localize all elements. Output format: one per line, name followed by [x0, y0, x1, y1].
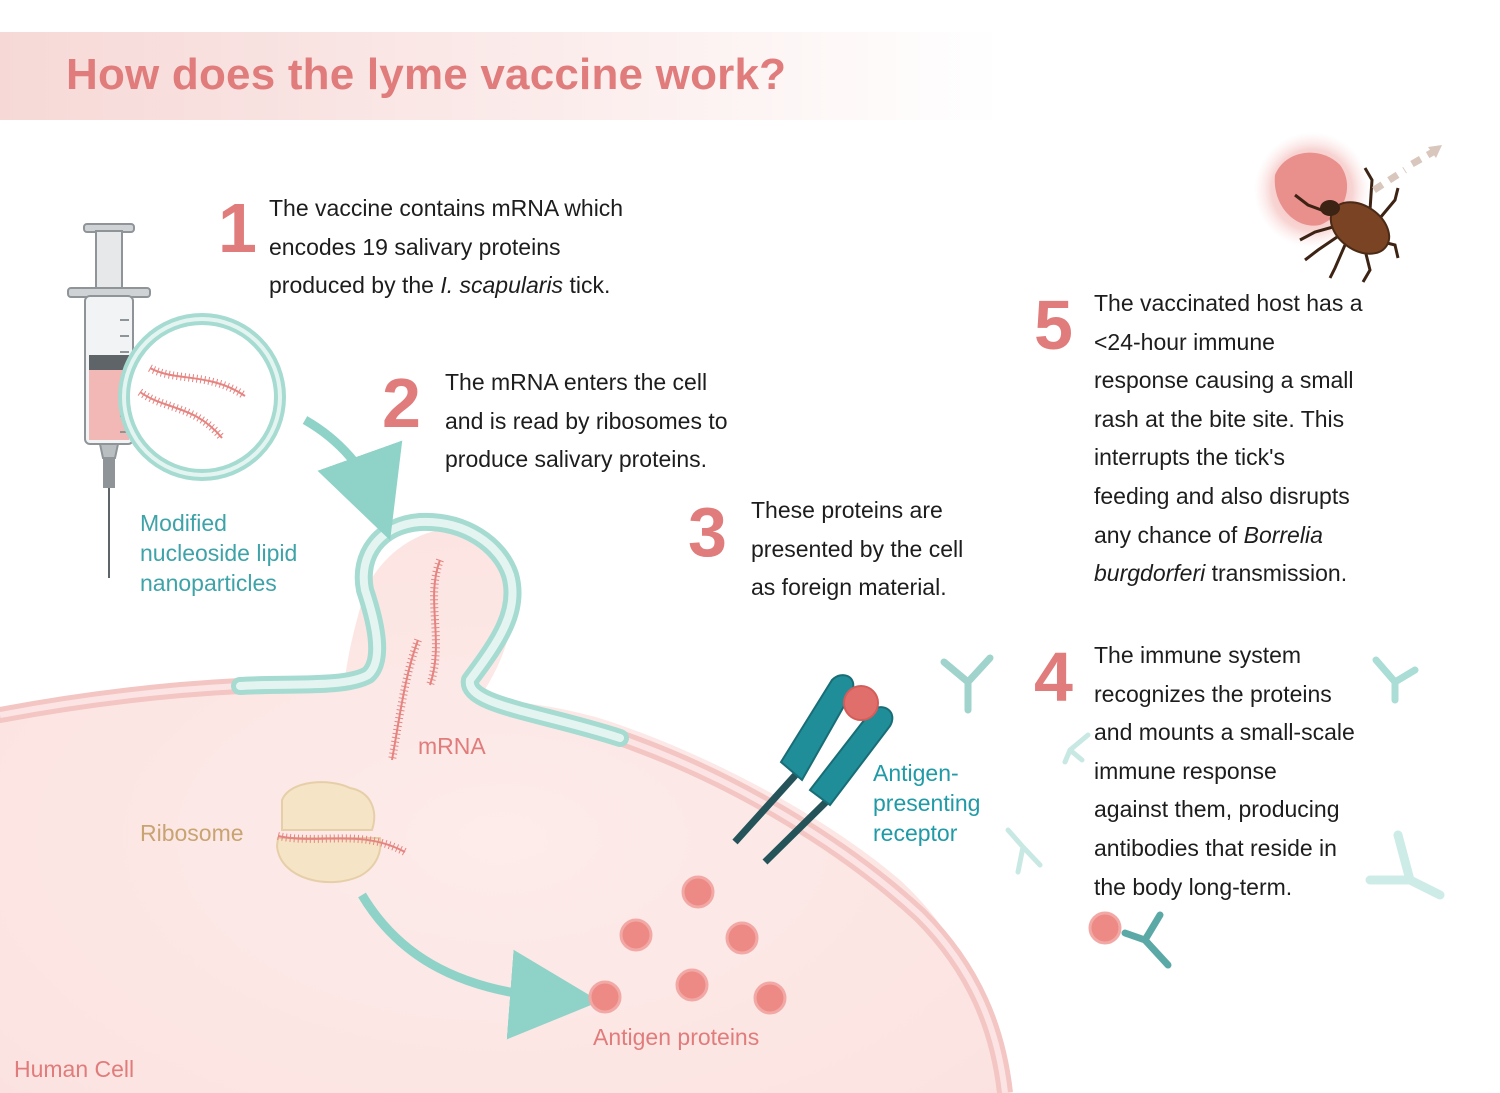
step-4-line-2: recognizes the proteins: [1094, 680, 1332, 707]
arrow-translation: [358, 892, 600, 1040]
antigen-proteins-label: Antigen proteins: [593, 1024, 760, 1050]
receptor-label-line-3: receptor: [873, 820, 958, 846]
step-5-line-3: response causing a small: [1094, 367, 1354, 394]
step-1-line-3-post: tick.: [563, 272, 611, 299]
step-5-line-5: interrupts the tick's: [1094, 444, 1286, 471]
step-4-line-1: The immune system: [1094, 642, 1302, 668]
step-5-species: burgdorferi: [1094, 560, 1206, 587]
step-5-line-6: feeding and also disrupts: [1094, 482, 1350, 509]
step-4-line-4: immune response: [1094, 757, 1277, 784]
step-3-line-3: as foreign material.: [751, 574, 947, 601]
title-band: [0, 32, 1000, 120]
nanoparticles-label: Modified nucleoside lipid nanoparticles: [140, 508, 297, 598]
nanoparticles-label-line-2: nucleoside lipid: [140, 540, 298, 566]
step-5-line-8: burgdorferi transmission.: [1094, 554, 1363, 593]
antibody-icon: [940, 654, 1445, 969]
step-5-line-4: rash at the bite site. This: [1094, 405, 1345, 432]
step-1-species: I. scapularis: [440, 272, 564, 299]
step-2-number: 2: [382, 364, 421, 442]
step-5-line-7-pre: any chance of: [1094, 521, 1244, 548]
page-title: How does the lyme vaccine work?: [66, 50, 787, 99]
step-2-line-1: The mRNA enters the cell: [445, 369, 708, 395]
step-5-genus: Borrelia: [1243, 521, 1323, 548]
step-5-text: The vaccinated host has a <24-hour immun…: [1094, 284, 1363, 593]
step-4-line-3: and mounts a small-scale: [1094, 719, 1355, 746]
step-3-text: These proteins are presented by the cell…: [751, 491, 963, 607]
step-4-line-7: the body long-term.: [1094, 873, 1293, 900]
mrna-label: mRNA: [418, 733, 486, 759]
human-cell: [0, 528, 1005, 1093]
receptor-label-line-2: presenting: [873, 790, 981, 816]
step-3-line-1: These proteins are: [751, 497, 943, 523]
step-5-line-7: any chance of Borrelia: [1094, 516, 1363, 555]
nanoparticles-label-line-3: nanoparticles: [140, 570, 277, 596]
step-1-number: 1: [218, 189, 257, 267]
receptor-icon: [732, 674, 894, 865]
step-3-number: 3: [688, 493, 727, 571]
step-3-line-2: presented by the cell: [751, 535, 964, 562]
step-5-line-2: <24-hour immune: [1094, 328, 1275, 355]
arrow-entry: [302, 416, 403, 541]
receptor-label: Antigen- presenting receptor: [873, 758, 980, 848]
mrna-strand-icon: [388, 558, 444, 761]
nanoparticle-icon: [118, 313, 286, 481]
step-4-text: The immune system recognizes the protein…: [1094, 636, 1355, 906]
step-1-text: The vaccine contains mRNA which encodes …: [269, 189, 623, 305]
step-1-line-2: encodes 19 salivary proteins: [269, 233, 561, 260]
ribosome-label: Ribosome: [140, 820, 244, 846]
bound-antigen: [1088, 911, 1122, 945]
step-2-text: The mRNA enters the cell and is read by …: [445, 363, 728, 479]
nanoparticles-label-line-1: Modified: [140, 510, 227, 536]
step-1-line-1: The vaccine contains mRNA which: [269, 195, 624, 221]
human-cell-label: Human Cell: [14, 1056, 135, 1082]
step-5-line-8-post: transmission.: [1205, 560, 1348, 587]
ribosome-icon: [275, 781, 407, 884]
antigen-protein-icon: [588, 875, 787, 1015]
step-4-line-5: against them, producing: [1094, 796, 1340, 823]
step-1-line-3-pre: produced by the: [269, 272, 441, 299]
step-5-line-1: The vaccinated host has a: [1094, 290, 1363, 316]
step-4-number: 4: [1034, 638, 1073, 716]
step-1-line-3: produced by the I. scapularis tick.: [269, 266, 623, 305]
receptor-label-line-1: Antigen-: [873, 760, 959, 786]
step-5-number: 5: [1034, 286, 1073, 364]
step-2-line-2: and is read by ribosomes to: [445, 407, 728, 434]
step-2-line-3: produce salivary proteins.: [445, 446, 708, 473]
step-4-line-6: antibodies that reside in: [1094, 834, 1337, 861]
tick-icon: [1254, 132, 1442, 283]
